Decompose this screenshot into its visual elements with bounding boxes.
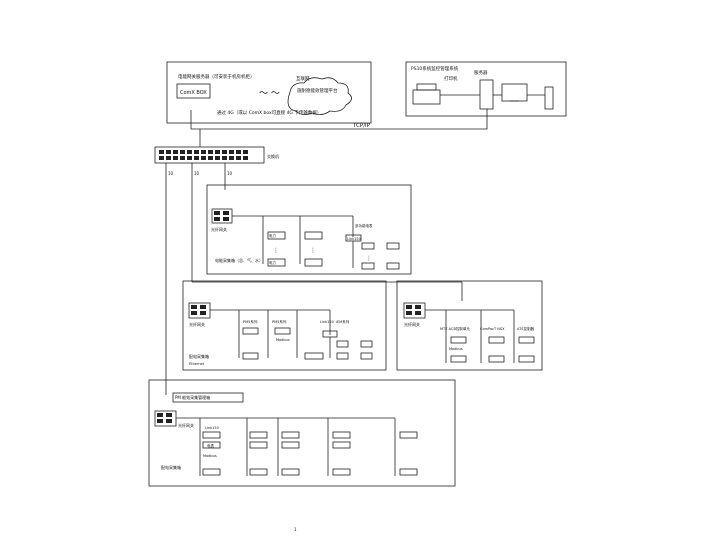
gateway-panel [166, 61, 372, 124]
gateway-ports [157, 211, 421, 423]
branch-b-sub: Ethernet [189, 362, 205, 366]
transmission-note: 通过 4G（或以 ComX box可直接 4G 卡传输数据） [217, 109, 321, 116]
branch-b-col1: PM5系列 [243, 319, 258, 324]
branch-a-dots-2: ⋮ [310, 247, 316, 254]
cloud-label: 互联网 [296, 75, 310, 82]
comx-box-label: ComX BOX [180, 90, 207, 96]
branch-a-gateway-label: 光纤网关 [211, 226, 227, 232]
gateway-server-label: 电能网关服务器（可安装于机房机柜） [178, 73, 255, 80]
fiber-gateway-b-icon [188, 302, 211, 319]
branch-b-col3: Link150 [320, 320, 334, 324]
cloud-sub-label: 施耐德能效管理平台 [297, 87, 338, 94]
branch-c-box [396, 280, 543, 371]
page-number: 1 [294, 527, 297, 532]
branch-a-link-label: Link150 [347, 237, 361, 241]
branch-c-col1: MTZ ACB控制单元 [440, 326, 470, 331]
branch-d-caption: 配电采集箱 [161, 464, 181, 470]
branch-d-col-head: Link150 [205, 426, 219, 430]
monitor-title: PS10系统监控管理系统 [411, 65, 459, 72]
branch-b-gateway-label: 光纤网关 [189, 321, 205, 327]
printer-label: 打印机 [444, 75, 458, 82]
branch-a-dots-1: ⋮ [273, 247, 279, 254]
branch-b-col4: iEM系列 [336, 319, 350, 324]
branch-a-caption: 电能采集箱（总、气、水） [215, 257, 263, 263]
branch-c-gateway-label: 光纤网关 [404, 321, 420, 327]
branch-a-meter-1: 电力 [269, 233, 277, 238]
printer-icon [412, 89, 441, 105]
branch-a-group-label: 多功能电表 [355, 223, 373, 228]
tilde-symbol: ～ ～ [259, 89, 280, 99]
branch-b-caption: 配电采集箱 [189, 353, 209, 359]
switch-ports [159, 150, 248, 160]
branch-d-title: PM 能效采集管理箱 [175, 394, 210, 400]
switch-label: 交换机 [267, 153, 279, 159]
fiber-gateway-c-icon [403, 302, 426, 319]
branch-a-dots-3: ⋮ [366, 255, 372, 262]
branch-c-col3: ATS控制器 [517, 326, 534, 331]
comx-box [176, 83, 211, 99]
fiber-gateway-d-icon [154, 410, 177, 427]
tcp-ip-label: TCP/IP [352, 123, 371, 129]
branch-d-meter: 电表 [207, 443, 214, 448]
server-icon [479, 79, 494, 110]
server-label: 服务器 [474, 69, 488, 76]
branch-a-meter-2: 电力 [269, 260, 277, 265]
link-label-2: 10 [194, 171, 200, 176]
branch-d-modbus: Modbus [203, 454, 217, 458]
branch-d-box [148, 379, 456, 487]
branch-d-gateway-label: 光纤网关 [178, 422, 194, 428]
branch-b-box [182, 280, 387, 371]
link-label-1: 10 [168, 171, 174, 176]
branch-a-box [206, 184, 412, 275]
switch-icon [154, 146, 265, 164]
cloud-icon [287, 77, 352, 115]
branch-c-modbus: Modbus [449, 347, 463, 351]
monitor-panel [405, 61, 567, 117]
monitor-icon [501, 83, 528, 102]
tower-icon [544, 86, 554, 110]
branch-c-col2: ComPacT NSX [480, 327, 505, 331]
branch-b-modbus: Modbus [276, 338, 290, 342]
branch-b-col2: PM5系列 [272, 319, 287, 324]
link-label-3: 10 [227, 171, 233, 176]
